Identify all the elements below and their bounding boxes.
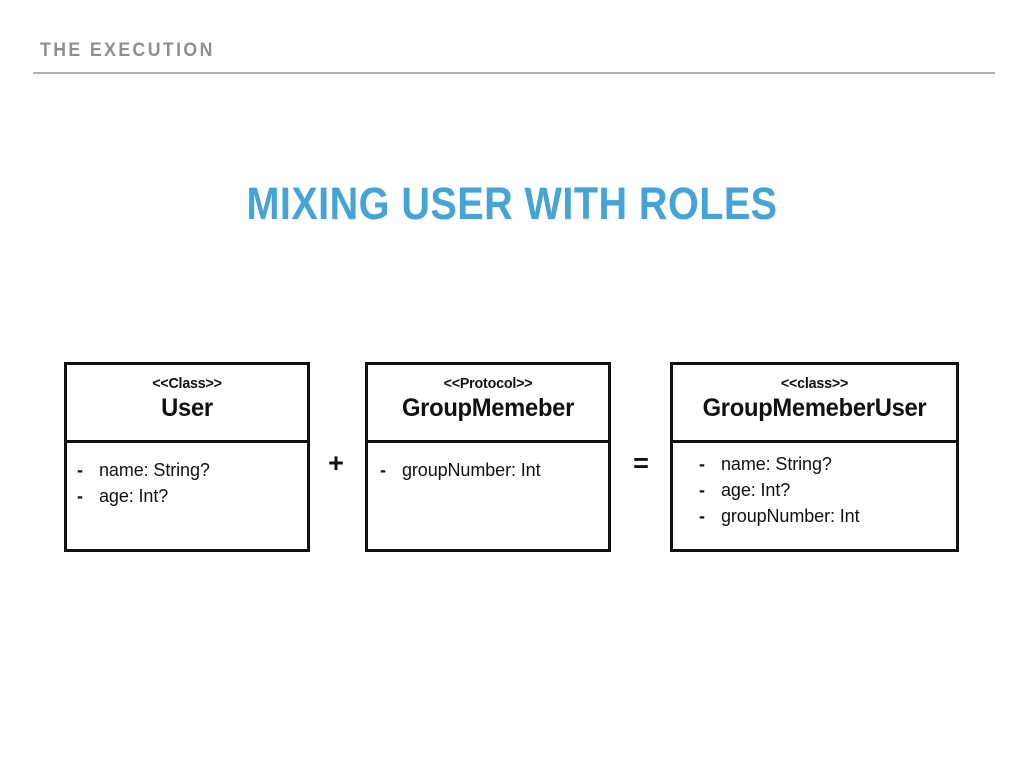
- header-divider: [33, 72, 995, 74]
- uml-members-groupmemeberuser: -name: String? -age: Int? -groupNumber: …: [673, 443, 956, 529]
- member-text: groupNumber: Int: [721, 506, 860, 526]
- uml-class-box-groupmemeber: <<Protocol>> GroupMemeber -groupNumber: …: [365, 362, 611, 552]
- uml-class-box-groupmemeberuser: <<class>> GroupMemeberUser -name: String…: [670, 362, 959, 552]
- uml-diagram: <<Class>> User -name: String? -age: Int?…: [0, 362, 1024, 562]
- visibility-marker: -: [699, 480, 705, 500]
- member-text: name: String?: [99, 460, 210, 480]
- uml-member-row: -name: String?: [77, 457, 307, 483]
- uml-classname-groupmemeber: GroupMemeber: [401, 394, 575, 422]
- visibility-marker: -: [699, 454, 705, 474]
- uml-stereotype-groupmemeberuser: <<class>>: [780, 375, 849, 392]
- uml-stereotype-user: <<Class>>: [152, 375, 222, 392]
- visibility-marker: -: [699, 506, 705, 526]
- page-title: MIXING USER WITH ROLES: [246, 178, 778, 229]
- operator-plus: +: [328, 448, 344, 478]
- uml-header-groupmemeberuser: <<class>> GroupMemeberUser: [673, 365, 956, 443]
- uml-header-user: <<Class>> User: [67, 365, 307, 443]
- uml-classname-groupmemeberuser: GroupMemeberUser: [702, 394, 927, 422]
- uml-header-groupmemeber: <<Protocol>> GroupMemeber: [368, 365, 608, 443]
- uml-class-box-user: <<Class>> User -name: String? -age: Int?: [64, 362, 310, 552]
- member-text: age: Int?: [721, 480, 791, 500]
- uml-members-groupmemeber: -groupNumber: Int: [368, 443, 608, 483]
- member-text: name: String?: [721, 454, 832, 474]
- uml-classname-user: User: [161, 394, 213, 422]
- uml-member-row: -age: Int?: [77, 483, 307, 509]
- uml-member-row: -groupNumber: Int: [699, 503, 956, 529]
- visibility-marker: -: [77, 460, 83, 480]
- uml-member-row: -age: Int?: [699, 477, 956, 503]
- member-text: groupNumber: Int: [402, 460, 541, 480]
- visibility-marker: -: [77, 486, 83, 506]
- slide-header-label: THE EXECUTION: [40, 40, 215, 61]
- uml-member-row: -name: String?: [699, 451, 956, 477]
- uml-members-user: -name: String? -age: Int?: [67, 443, 307, 509]
- operator-equals: =: [633, 448, 649, 478]
- visibility-marker: -: [380, 460, 386, 480]
- slide-header: THE EXECUTION: [0, 0, 1024, 80]
- uml-member-row: -groupNumber: Int: [380, 457, 608, 483]
- uml-stereotype-groupmemeber: <<Protocol>>: [443, 375, 533, 392]
- member-text: age: Int?: [99, 486, 169, 506]
